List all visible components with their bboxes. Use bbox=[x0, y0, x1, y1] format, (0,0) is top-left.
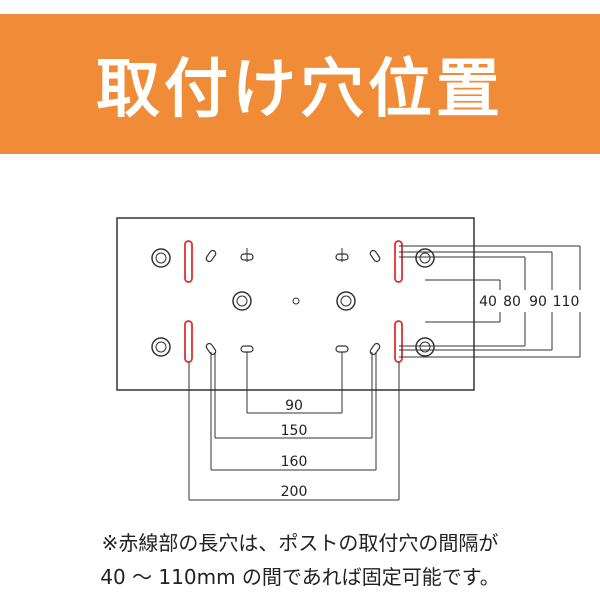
red-slot-top-right bbox=[394, 240, 403, 283]
dim-label-110: 110 bbox=[553, 294, 580, 310]
title-banner: 取付け穴位置 bbox=[0, 14, 600, 154]
mounting-plate bbox=[116, 217, 475, 391]
hole-bottom-left bbox=[151, 337, 171, 357]
note-line-2: 40 ～ 110mm の間であれば固定可能です。 bbox=[100, 565, 500, 589]
hole-center-right bbox=[336, 291, 356, 311]
dim-label-160: 160 bbox=[281, 454, 308, 470]
hole-center-small bbox=[292, 297, 300, 305]
dim-label-150: 150 bbox=[281, 423, 308, 439]
red-slot-top-left bbox=[184, 240, 193, 283]
large-holes bbox=[151, 248, 435, 357]
hole-bottom-right bbox=[415, 337, 435, 357]
hole-top-right bbox=[415, 248, 435, 268]
dim-label-80: 80 bbox=[503, 294, 521, 310]
dim-label-90v: 90 bbox=[529, 294, 547, 310]
extension-lines bbox=[188, 245, 580, 500]
dim-label-200: 200 bbox=[281, 484, 308, 500]
hole-center-left bbox=[232, 291, 252, 311]
dim-label-90: 90 bbox=[285, 398, 303, 414]
horizontal-dimension-lines bbox=[189, 412, 399, 501]
note-line-1: ※赤線部の長穴は、ポストの取付穴の間隔が bbox=[101, 531, 499, 555]
page-title: 取付け穴位置 bbox=[96, 53, 504, 127]
dim-label-40: 40 bbox=[479, 294, 497, 310]
hole-top-left bbox=[151, 248, 171, 268]
